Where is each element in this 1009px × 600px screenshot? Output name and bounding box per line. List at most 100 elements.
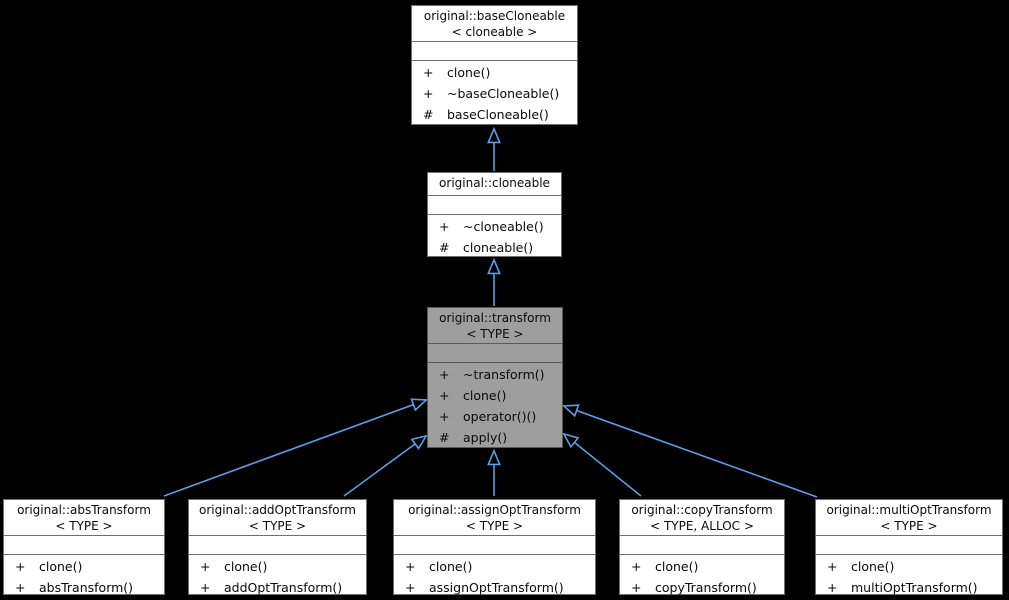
method-row: # apply() [428,427,562,448]
class-title: original::baseCloneable < cloneable > [412,6,577,41]
class-title-line2: < TYPE, ALLOC > [650,519,754,533]
class-title-line2: < TYPE > [248,519,307,533]
method-name: addOptTransform() [224,580,343,595]
class-node-transform[interactable]: original::transform < TYPE > + ~transfor… [427,307,563,448]
method-visibility: + [423,65,434,80]
method-row: + clone() [189,556,366,577]
method-visibility: + [439,409,450,424]
method-name: absTransform() [39,580,134,595]
class-title-line1: original::cloneable [439,176,550,190]
class-node-assignOptTransform[interactable]: original::assignOptTransform < TYPE > + … [393,499,596,595]
class-attributes-empty [428,195,561,214]
class-title: original::cloneable [428,173,561,195]
class-title-line1: original::addOptTransform [199,503,356,517]
class-title-line1: original::copyTransform [631,503,773,517]
method-row: + clone() [428,385,562,406]
class-title-line2: < cloneable > [451,25,538,39]
method-name: baseCloneable() [447,107,549,122]
class-methods: + clone() + ~baseCloneable() # baseClone… [412,60,577,125]
class-title: original::absTransform < TYPE > [4,500,164,535]
method-name: copyTransform() [655,580,757,595]
method-visibility: # [439,240,450,255]
class-methods: + ~cloneable() # cloneable() [428,214,561,258]
method-visibility: + [200,580,211,595]
method-name: assignOptTransform() [429,580,564,595]
class-methods: + clone() + addOptTransform() [189,554,366,598]
method-visibility: + [439,367,450,382]
method-name: clone() [851,559,895,574]
class-attributes-empty [4,535,164,554]
class-title-line2: < TYPE > [465,519,524,533]
edge-absTransform-to-transform [163,400,426,497]
class-node-absTransform[interactable]: original::absTransform < TYPE > + clone(… [3,499,165,595]
method-row: + assignOptTransform() [394,577,595,598]
method-visibility: + [827,559,838,574]
class-title: original::addOptTransform < TYPE > [189,500,366,535]
method-row: + operator()() [428,406,562,427]
method-row: + clone() [620,556,784,577]
class-attributes-empty [189,535,366,554]
class-attributes-empty [816,535,1002,554]
method-visibility: + [405,580,416,595]
method-row: + ~baseCloneable() [412,83,577,104]
class-node-addOptTransform[interactable]: original::addOptTransform < TYPE > + clo… [188,499,367,595]
method-name: clone() [655,559,699,574]
method-visibility: + [631,580,642,595]
class-node-baseCloneable[interactable]: original::baseCloneable < cloneable > + … [411,5,578,125]
class-attributes-empty [412,41,577,60]
method-name: clone() [39,559,83,574]
class-methods: + clone() + copyTransform() [620,554,784,598]
method-visibility: + [200,559,211,574]
method-row: + addOptTransform() [189,577,366,598]
class-methods: + ~transform() + clone() + operator()() … [428,362,562,448]
class-title-line1: original::absTransform [17,503,151,517]
class-attributes-empty [620,535,784,554]
method-visibility: + [15,580,26,595]
method-row: + ~transform() [428,364,562,385]
method-row: # baseCloneable() [412,104,577,125]
class-title: original::assignOptTransform < TYPE > [394,500,595,535]
class-title-line1: original::baseCloneable [423,9,566,23]
method-row: + clone() [412,62,577,83]
method-name: clone() [463,388,507,403]
edge-multiOptTransform-to-transform [564,406,818,498]
class-title-line1: original::multiOptTransform [826,503,992,517]
method-row: + copyTransform() [620,577,784,598]
method-row: + ~cloneable() [428,216,561,237]
method-name: cloneable() [463,240,534,255]
class-node-multiOptTransform[interactable]: original::multiOptTransform < TYPE > + c… [815,499,1003,595]
method-name: clone() [429,559,473,574]
class-node-cloneable[interactable]: original::cloneable + ~cloneable() # clo… [427,172,562,257]
method-name: clone() [224,559,268,574]
class-title: original::copyTransform < TYPE, ALLOC > [620,500,784,535]
class-title-line2: < TYPE > [55,519,113,533]
method-row: + clone() [4,556,164,577]
method-row: + clone() [394,556,595,577]
class-title: original::transform < TYPE > [428,308,562,343]
class-title-line2: < TYPE > [880,519,938,533]
method-visibility: + [423,86,434,101]
method-name: ~transform() [463,367,545,382]
method-visibility: + [15,559,26,574]
class-title: original::multiOptTransform < TYPE > [816,500,1002,535]
class-methods: + clone() + absTransform() [4,554,164,598]
class-attributes-empty [428,343,562,362]
method-visibility: + [405,559,416,574]
method-visibility: + [439,388,450,403]
method-name: clone() [447,65,491,80]
class-node-copyTransform[interactable]: original::copyTransform < TYPE, ALLOC > … [619,499,785,595]
class-methods: + clone() + multiOptTransform() [816,554,1002,598]
method-name: operator()() [463,409,537,424]
method-row: + multiOptTransform() [816,577,1002,598]
method-visibility: + [827,580,838,595]
class-title-line1: original::assignOptTransform [408,503,581,517]
method-row: + clone() [816,556,1002,577]
method-name: ~baseCloneable() [447,86,560,101]
class-title-line2: < TYPE > [466,327,524,341]
edge-copyTransform-to-transform [564,434,642,497]
method-name: multiOptTransform() [851,580,978,595]
edge-addOptTransform-to-transform [343,436,426,497]
method-name: ~cloneable() [463,219,544,234]
method-row: # cloneable() [428,237,561,258]
